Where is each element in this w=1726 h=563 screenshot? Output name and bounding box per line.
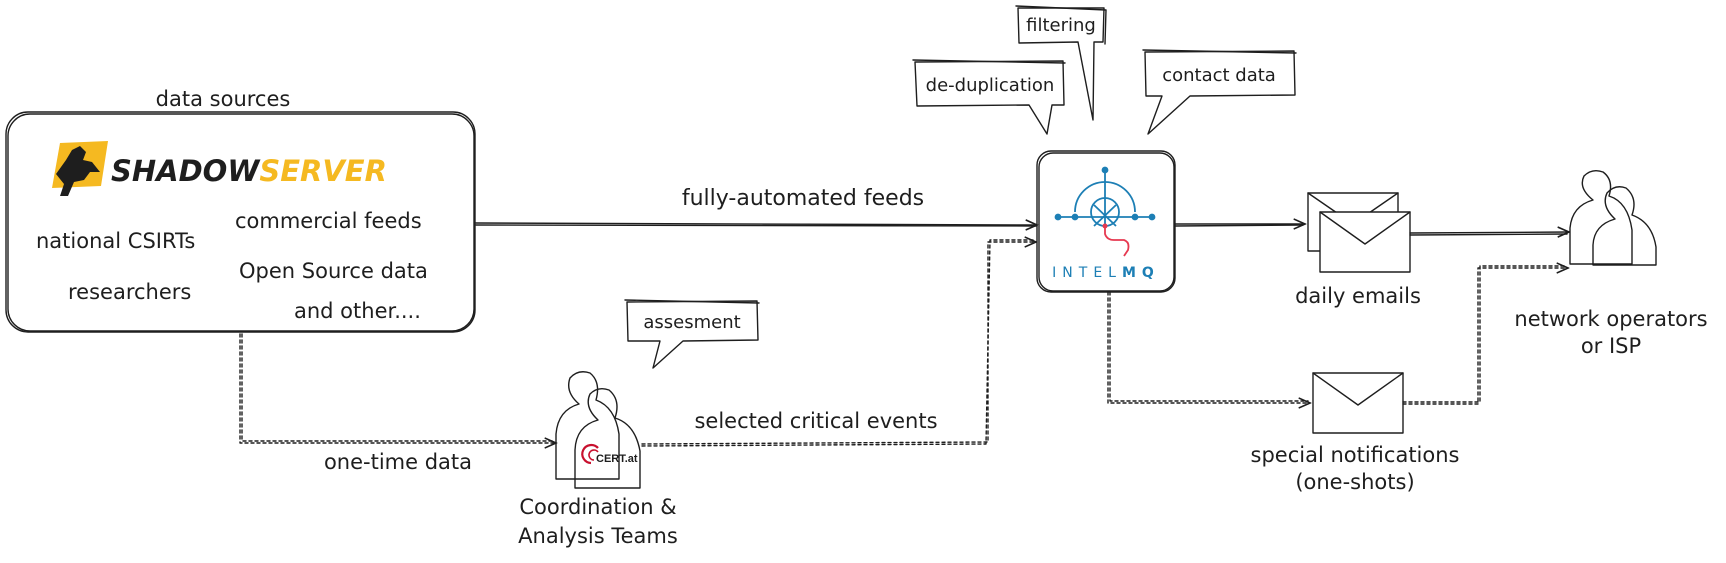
- intelmq-logo-icon: [1054, 166, 1156, 227]
- intelmq-box: INTELMQ: [1036, 150, 1176, 293]
- data-sources-frame: [5, 111, 476, 333]
- source-researchers: researchers: [68, 280, 191, 304]
- callout-dedup: de-duplication: [912, 59, 1066, 135]
- data-sources-title: data sources: [156, 87, 291, 111]
- shadowserver-logo-text-b: SERVER: [259, 154, 387, 188]
- svg-text:SHADOWSERVER: SHADOWSERVER: [111, 154, 387, 188]
- cert-at-swoosh-icon: [581, 443, 599, 465]
- intelmq-frame-sketch: [1038, 152, 1175, 292]
- special-to-recipients-arrow: [1402, 266, 1568, 405]
- daily-emails-envelope-icon: [1307, 192, 1411, 273]
- selected-events-label: selected critical events: [694, 409, 937, 433]
- callout-filtering-text: filtering: [1026, 15, 1096, 36]
- daily-emails-label: daily emails: [1295, 284, 1421, 308]
- data-sources-box: data sources SHADOWSERVER national CSIRT…: [5, 87, 476, 333]
- one-time-data-arrow: [239, 333, 556, 443]
- special-notification-envelope-icon: [1312, 372, 1404, 434]
- team-sublabel: Analysis Teams: [518, 524, 678, 548]
- team-people-icon: [555, 371, 641, 489]
- special-notifications-sublabel: (one-shots): [1295, 470, 1414, 494]
- source-national-csirts: national CSIRTs: [36, 229, 195, 253]
- source-and-other: and other....: [294, 299, 421, 323]
- shadowserver-silhouette-icon: [56, 146, 100, 196]
- special-notifications-label: special notifications: [1251, 443, 1460, 467]
- shadowserver-logo: SHADOWSERVER: [52, 141, 387, 196]
- cert-at-logo: CERT.at: [581, 443, 638, 465]
- source-open-source-data: Open Source data: [239, 259, 428, 283]
- intelmq-red-node: [1102, 223, 1108, 229]
- shadowserver-logo-text-a: SHADOW: [111, 154, 261, 188]
- recipients-label: network operators: [1514, 307, 1707, 331]
- intelmq-red-trace: [1104, 226, 1130, 257]
- intelmq-to-special-arrow: [1107, 291, 1310, 403]
- intelmq-logo-text-right: MQ: [1122, 265, 1160, 281]
- one-time-data-label: one-time data: [324, 450, 472, 474]
- intelmq-logo-text-left: INTEL: [1052, 265, 1122, 281]
- selected-events-arrow: [641, 240, 1036, 447]
- automated-feeds-label: fully-automated feeds: [682, 186, 924, 211]
- data-sources-frame-sketch: [7, 113, 475, 332]
- callout-contact-data: contact data: [1142, 49, 1297, 135]
- callout-filtering: filtering: [1015, 5, 1107, 121]
- automated-feeds-arrow: [475, 223, 1037, 226]
- intelmq-to-emails-arrow: [1174, 224, 1305, 226]
- intelmq-frame: [1036, 150, 1176, 293]
- recipients-people-icon: [1569, 169, 1657, 266]
- callout-contact-text: contact data: [1162, 65, 1276, 86]
- callout-assessment-text: assesment: [643, 312, 740, 333]
- team-label: Coordination &: [519, 495, 676, 519]
- intelmq-logo-text: INTELMQ: [1052, 265, 1160, 281]
- source-commercial-feeds: commercial feeds: [235, 209, 422, 233]
- callout-assessment: assesment: [624, 299, 760, 369]
- emails-to-recipients-arrow: [1409, 232, 1569, 235]
- recipients-sublabel: or ISP: [1581, 334, 1641, 358]
- callout-dedup-text: de-duplication: [926, 75, 1055, 96]
- cert-at-text: CERT.at: [596, 453, 638, 465]
